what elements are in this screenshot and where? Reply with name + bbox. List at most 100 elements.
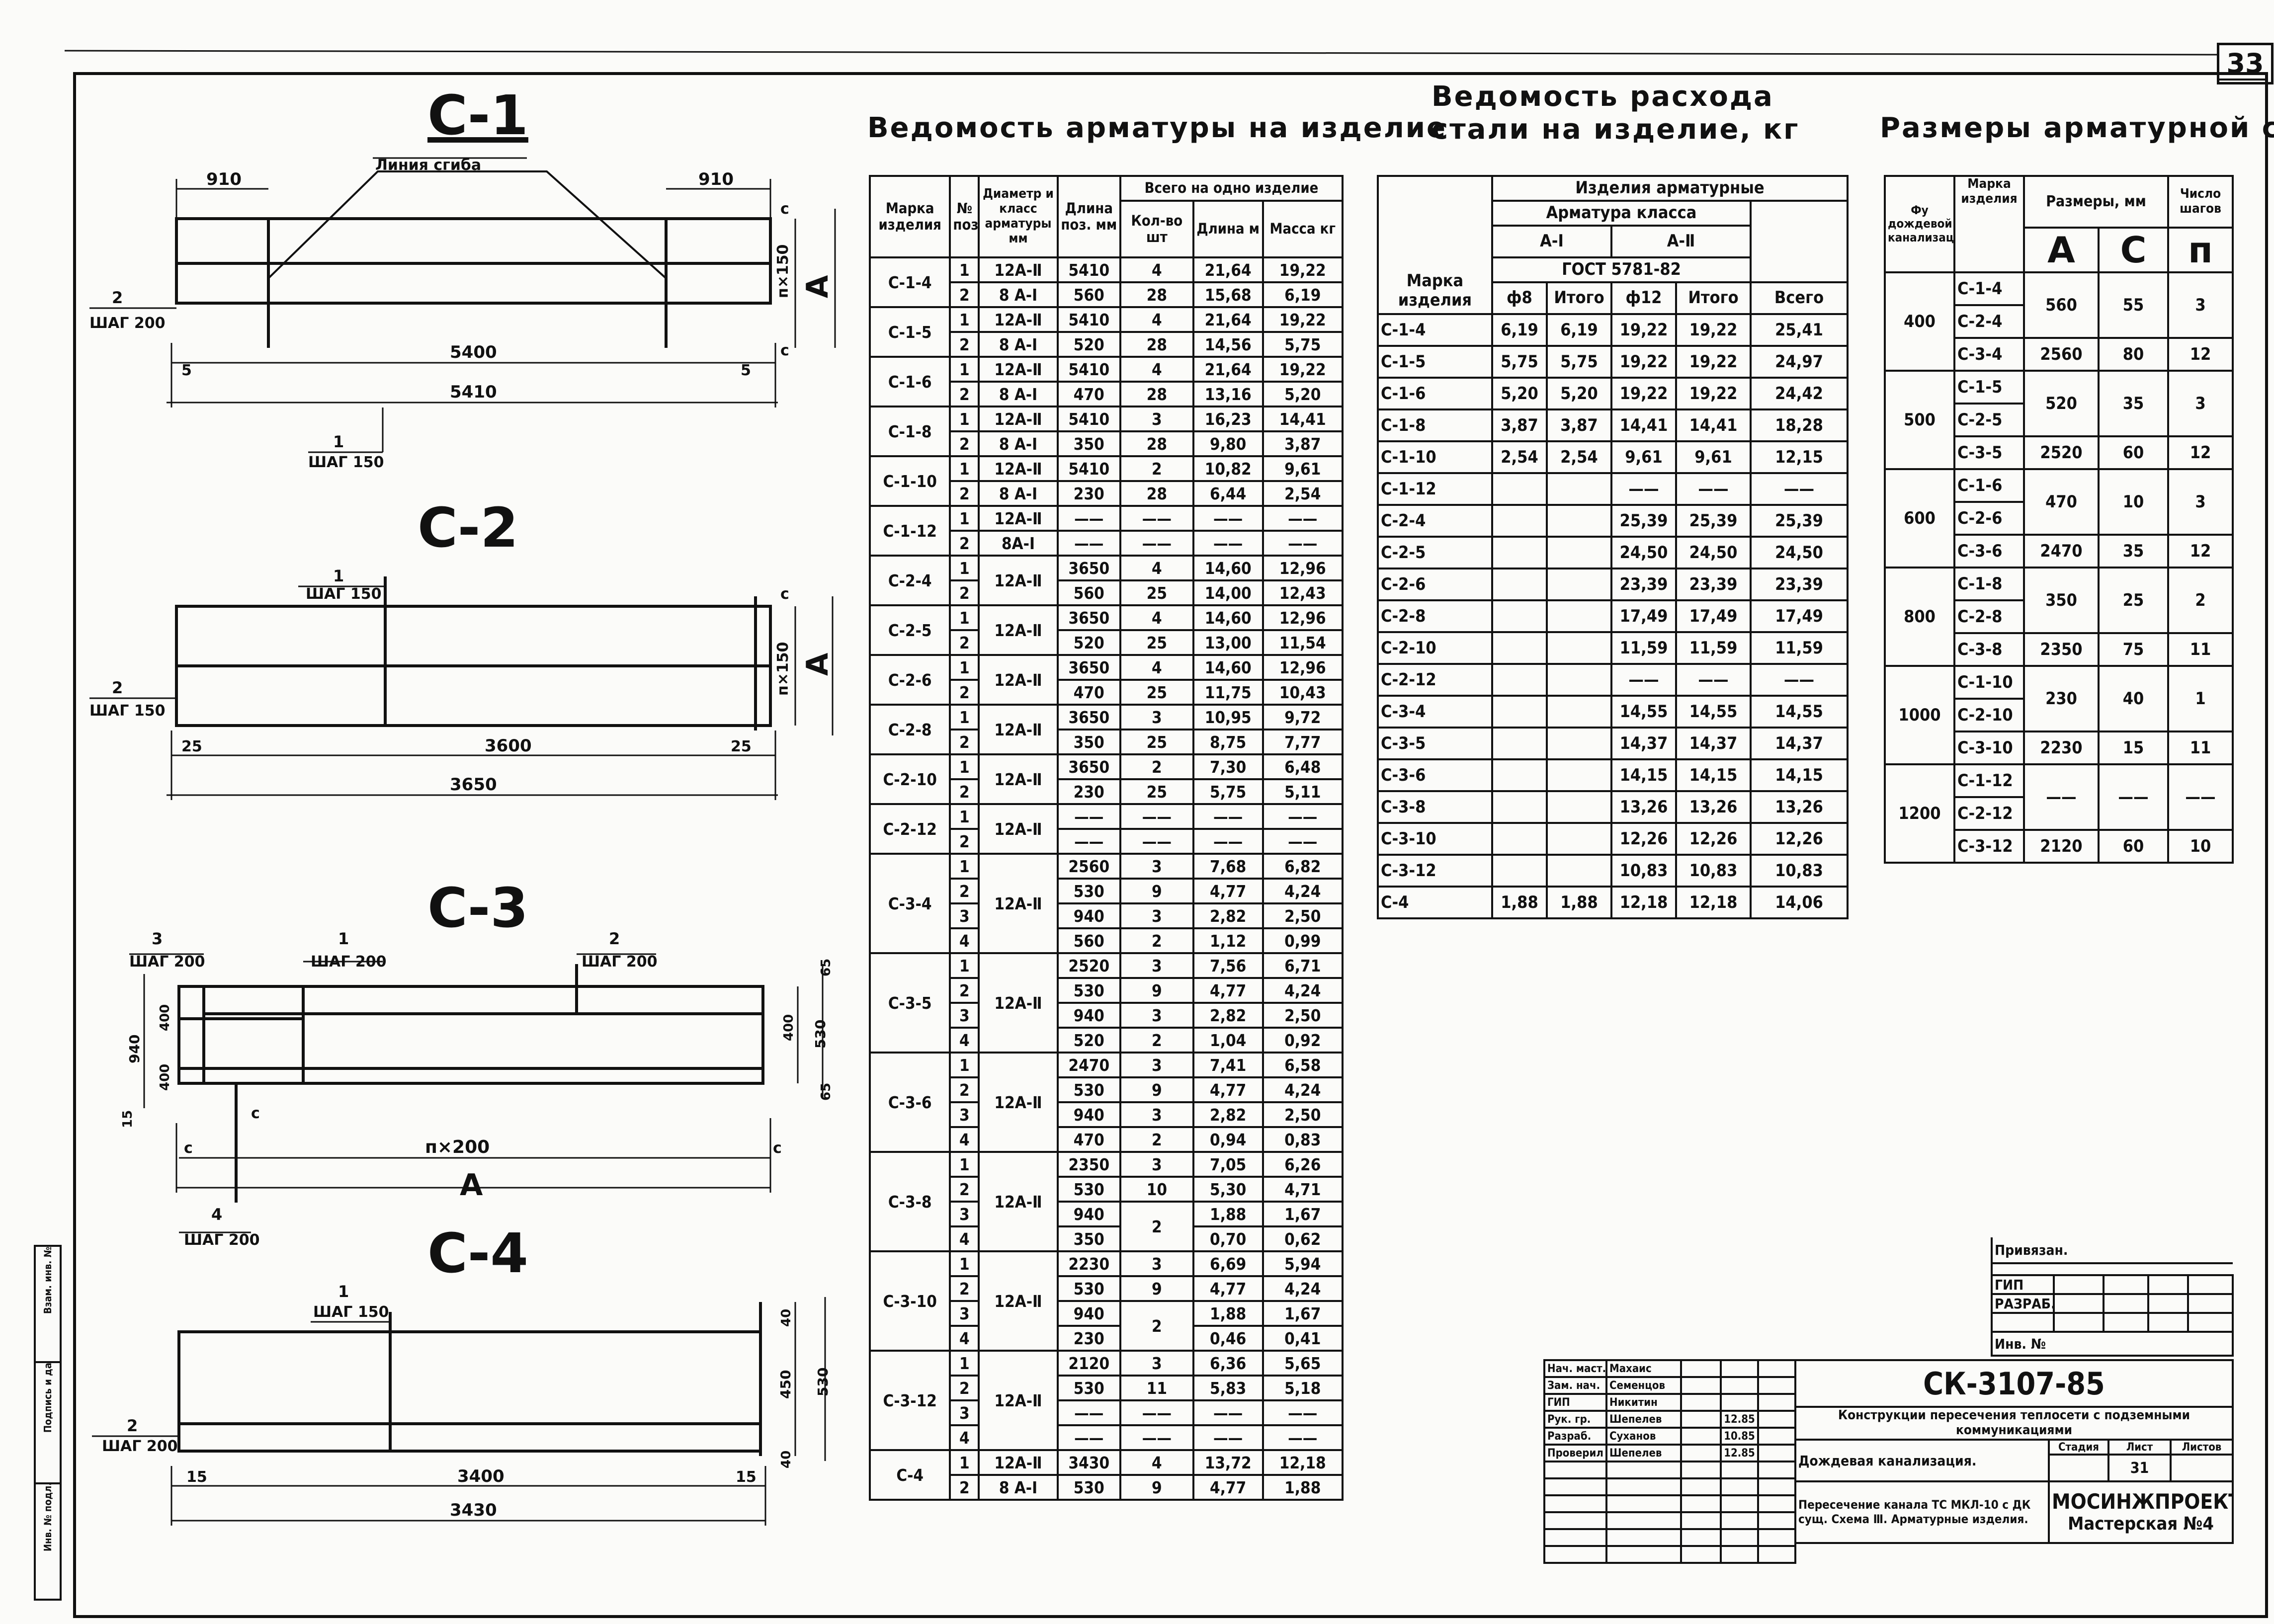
schedule-qty-cell: 28	[1119, 381, 1194, 407]
mesh-value-cell: 60	[2097, 435, 2170, 470]
mesh-value-cell: 3	[2167, 370, 2234, 437]
title-block-section: Дождевая канализация.	[1794, 1439, 2050, 1482]
steel-mark-cell: С-1-8	[1377, 408, 1493, 442]
schedule-length-cell: 5410	[1056, 356, 1121, 383]
steel-t2-cell: 19,22	[1675, 377, 1752, 410]
c3-dim-a: А	[460, 1168, 483, 1203]
schedule-length-m-cell: ——	[1192, 828, 1264, 855]
steel-d8-cell	[1491, 758, 1548, 792]
schedule-mass-cell: 5,18	[1262, 1375, 1344, 1401]
c1-dim-inner: 5400	[450, 342, 497, 362]
title-block-person-x	[1757, 1359, 1796, 1378]
steel-d12-cell: 12,18	[1610, 886, 1677, 919]
title-block-empty-cell	[1680, 1511, 1722, 1530]
mesh-value-cell: ——	[2167, 763, 2234, 831]
title-block-person-x	[1757, 1410, 1796, 1429]
steel-t1-cell: 2,54	[1546, 440, 1612, 474]
schedule-length-cell: 530	[1056, 1176, 1121, 1203]
steel-t1-cell	[1546, 663, 1612, 697]
steel-all-cell: 12,26	[1749, 822, 1849, 856]
schedule-length-cell: 520	[1056, 331, 1121, 358]
schedule-qty-cell: 4	[1119, 654, 1194, 681]
mesh-header-n: п	[2167, 227, 2234, 273]
c2-dim-a: А	[800, 652, 835, 676]
schedule-length-cell: 530	[1056, 878, 1121, 904]
steel-all-cell: 25,41	[1749, 313, 1849, 347]
c1-dim-c-top: с	[780, 200, 789, 218]
steel-header-all: Всего	[1749, 281, 1849, 315]
mesh-mark-cell: С-3-5	[1953, 435, 2025, 470]
c4-dim-total: 3430	[450, 1500, 497, 1520]
schedule-pos-cell: 1	[949, 406, 980, 432]
stamp-blank-row	[1991, 1262, 2233, 1276]
schedule-mass-cell: 6,82	[1262, 853, 1344, 880]
schedule-length-m-cell: 6,36	[1192, 1350, 1264, 1377]
title-block-empty-cell	[1680, 1545, 1722, 1564]
title-block-person-role: Проверил	[1543, 1444, 1607, 1462]
schedule-length-m-cell: 5,30	[1192, 1176, 1264, 1203]
c2-pos2-step: ШАГ 150	[89, 702, 165, 720]
steel-t1-cell	[1546, 790, 1612, 824]
schedule-qty-cell: 25	[1119, 629, 1194, 656]
steel-d8-cell	[1491, 854, 1548, 888]
steel-header-total1: Итого	[1546, 281, 1612, 315]
schedule-length-m-cell: 6,69	[1192, 1250, 1264, 1277]
schedule-mass-cell: 4,24	[1262, 1076, 1344, 1103]
schedule-mass-cell: 2,50	[1262, 902, 1344, 929]
schedule-mass-cell: ——	[1262, 828, 1344, 855]
schedule-pos-cell: 1	[949, 256, 980, 283]
steel-mark-cell: С-3-5	[1377, 727, 1493, 760]
steel-all-cell: 11,59	[1749, 631, 1849, 665]
steel-d8-cell: 6,19	[1491, 313, 1548, 347]
steel-d8-cell: 5,20	[1491, 377, 1548, 410]
mesh-row: С-2-10	[1885, 698, 2233, 732]
steel-all-cell: 24,50	[1749, 536, 1849, 569]
schedule-length-cell: 940	[1056, 1300, 1121, 1327]
schedule-length-cell: 2520	[1056, 952, 1121, 979]
schedule-qty-cell: 9	[1119, 1474, 1194, 1501]
c3-dim-400-c: 400	[781, 1014, 796, 1041]
schedule-mass-cell: 12,96	[1262, 555, 1344, 581]
c1-pos1-label: 1	[333, 432, 344, 451]
schedule-length-cell: 3430	[1056, 1449, 1121, 1476]
mesh-value-cell: ——	[2023, 763, 2100, 831]
steel-d8-cell	[1491, 504, 1548, 538]
schedule-mass-cell: 0,99	[1262, 927, 1344, 954]
schedule-mass-cell: 4,24	[1262, 977, 1344, 1004]
steel-d8-cell: 2,54	[1491, 440, 1548, 474]
schedule-qty-cell: 2	[1119, 1300, 1194, 1352]
schedule-mark-cell: С-1-10	[868, 455, 951, 507]
c3-dim-65-top: 65	[819, 959, 834, 976]
title-block-stage-label: Стадия	[2048, 1439, 2109, 1456]
mesh-value-cell: 10	[2167, 829, 2234, 864]
schedule-length-cell: ——	[1056, 505, 1121, 532]
mesh-header-du: Фу дождевой канализации	[1884, 175, 1955, 273]
schedule-qty-cell: 4	[1119, 256, 1194, 283]
schedule-qty-cell: ——	[1119, 505, 1194, 532]
mesh-value-cell: 75	[2097, 632, 2170, 667]
mesh-du-cell: 1200	[1884, 763, 1955, 864]
schedule-pos-cell: 1	[949, 803, 980, 830]
schedule-length-m-cell: 21,64	[1192, 256, 1264, 283]
title-block-empty-cell	[1757, 1494, 1796, 1513]
title-block-empty-cell	[1757, 1477, 1796, 1496]
schedule-qty-cell: 2	[1119, 927, 1194, 954]
schedule-length-m-cell: 1,88	[1192, 1201, 1264, 1227]
steel-header-items: Изделия арматурные	[1491, 175, 1849, 202]
schedule-length-m-cell: 7,05	[1192, 1151, 1264, 1178]
title-block-person-sig	[1680, 1359, 1722, 1378]
schedule-mass-cell: 11,54	[1262, 629, 1344, 656]
schedule-mark-cell: С-1-8	[868, 406, 951, 457]
steel-header-a2: А-Ⅱ	[1610, 225, 1752, 258]
steel-d12-cell: 23,39	[1610, 568, 1677, 601]
